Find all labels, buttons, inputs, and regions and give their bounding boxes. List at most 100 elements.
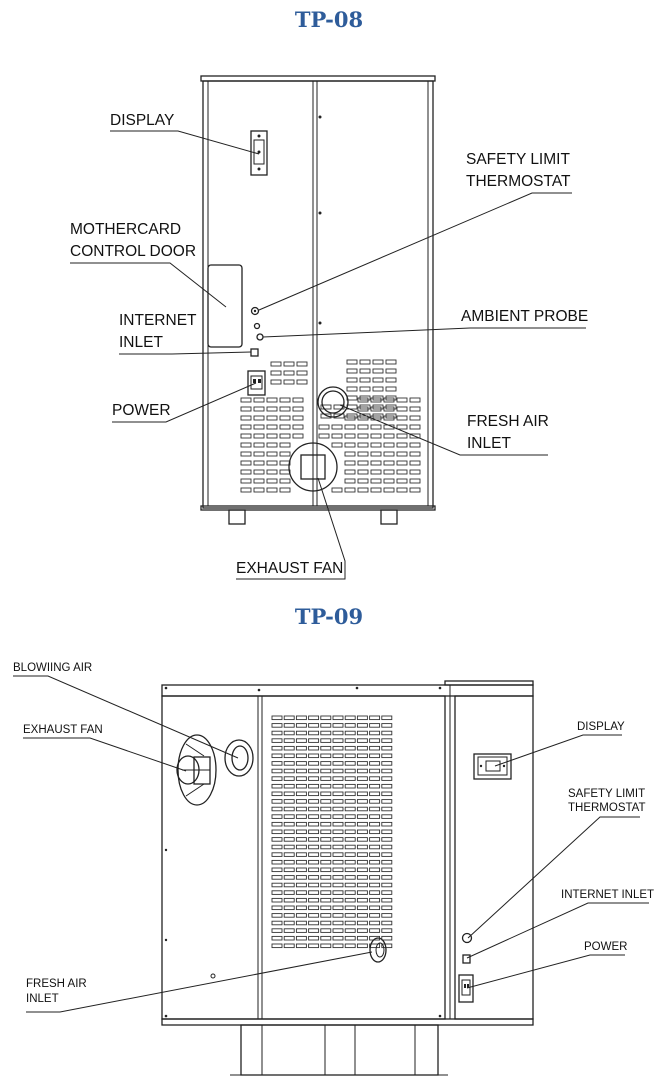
vent-slot: [283, 913, 295, 918]
vent-slot: [283, 829, 295, 835]
tp08-plinth: [200, 505, 436, 511]
vent-slot: [271, 859, 283, 865]
vent-slot: [381, 723, 393, 728]
vent-slot: [308, 791, 320, 797]
vent-slot: [344, 829, 356, 835]
vent-slot: [369, 821, 381, 827]
tp08-vent-grille: [240, 359, 421, 493]
vent-slot: [295, 867, 307, 873]
vent-slot: [344, 761, 356, 766]
vent-slot: [369, 875, 381, 880]
vent-slot: [381, 821, 393, 827]
vent-slot: [332, 715, 344, 721]
vent-slot: [409, 451, 421, 457]
vent-slot: [320, 844, 332, 850]
vent-slot: [253, 442, 265, 448]
vent-slot: [271, 776, 283, 781]
tp08-label-fresh-inlet: INLET: [467, 435, 511, 452]
vent-slot: [253, 478, 265, 484]
vent-slot: [295, 829, 307, 835]
vent-slot: [308, 814, 320, 819]
vent-slot: [295, 814, 307, 819]
vent-slot: [271, 905, 283, 911]
vent-slot: [332, 745, 344, 751]
vent-slot: [383, 442, 395, 448]
vent-slot: [283, 730, 295, 736]
vent-slot: [409, 397, 421, 403]
vent-slot: [308, 715, 320, 721]
vent-slot: [318, 424, 330, 430]
tp08-fresh-air-inlet-icon: [317, 386, 349, 418]
vent-slot: [253, 451, 265, 457]
vent-slot: [356, 928, 368, 933]
vent-slot: [271, 753, 283, 759]
vent-slot: [369, 814, 381, 819]
vent-slot: [346, 386, 358, 392]
vent-slot: [295, 837, 307, 842]
vent-slot: [409, 460, 421, 466]
vent-slot: [253, 433, 265, 439]
vent-slot: [308, 821, 320, 827]
vent-slot: [320, 928, 332, 933]
vent-slot: [320, 935, 332, 941]
vent-slot: [271, 821, 283, 827]
vent-slot: [381, 753, 393, 759]
tp09-label-power: POWER: [584, 941, 627, 953]
vent-slot: [396, 451, 408, 457]
tp08-foot-right: [380, 509, 398, 525]
vent-slot: [320, 814, 332, 819]
tp09-internet-inlet-icon: [462, 954, 471, 964]
tp09-label-blowing-air: BLOWIING AIR: [13, 662, 92, 674]
vent-slot: [266, 478, 278, 484]
vent-slot: [381, 867, 393, 873]
vent-slot: [372, 386, 384, 392]
vent-slot: [381, 905, 393, 911]
vent-slot: [240, 487, 252, 493]
vent-slot: [308, 875, 320, 880]
vent-slot: [308, 745, 320, 751]
vent-slot: [240, 442, 252, 448]
vent-slot: [346, 368, 358, 374]
vent-slot: [271, 738, 283, 743]
vent-slot: [295, 844, 307, 850]
vent-slot: [381, 875, 393, 880]
tp08-unit: [200, 75, 436, 525]
vent-slot: [396, 460, 408, 466]
vent-slot: [271, 935, 283, 941]
vent-slot: [357, 406, 369, 412]
vent-slot: [370, 442, 382, 448]
vent-slot: [295, 715, 307, 721]
vent-slot: [332, 844, 344, 850]
vent-slot: [372, 359, 384, 365]
vent-slot: [308, 859, 320, 865]
vent-slot: [344, 451, 356, 457]
vent-slot: [320, 852, 332, 857]
vent-slot: [356, 852, 368, 857]
vent-slot: [320, 821, 332, 827]
vent-slot: [320, 806, 332, 812]
vent-slot: [369, 738, 381, 743]
vent-slot: [383, 469, 395, 475]
tp08-top-cap: [200, 75, 436, 82]
vent-slot: [369, 730, 381, 736]
tp08-label-safety-limit: SAFETY LIMIT: [466, 151, 570, 168]
vent-slot: [283, 715, 295, 721]
vent-slot: [271, 768, 283, 774]
vent-slot: [344, 768, 356, 774]
vent-slot: [308, 935, 320, 941]
vent-slot: [396, 406, 408, 412]
vent-slot: [283, 928, 295, 933]
tp08-title: TP-08: [295, 7, 363, 32]
vent-slot: [381, 920, 393, 926]
vent-slot: [240, 469, 252, 475]
vent-slot: [357, 460, 369, 466]
tp09-label-exhaust-fan: EXHAUST FAN: [23, 724, 103, 736]
vent-slot: [332, 928, 344, 933]
vent-slot: [308, 783, 320, 789]
vent-slot: [332, 829, 344, 835]
vent-slot: [283, 791, 295, 797]
vent-slot: [369, 776, 381, 781]
vent-slot: [271, 806, 283, 812]
vent-slot: [283, 776, 295, 781]
tp08-label-control-door: CONTROL DOOR: [70, 243, 196, 260]
